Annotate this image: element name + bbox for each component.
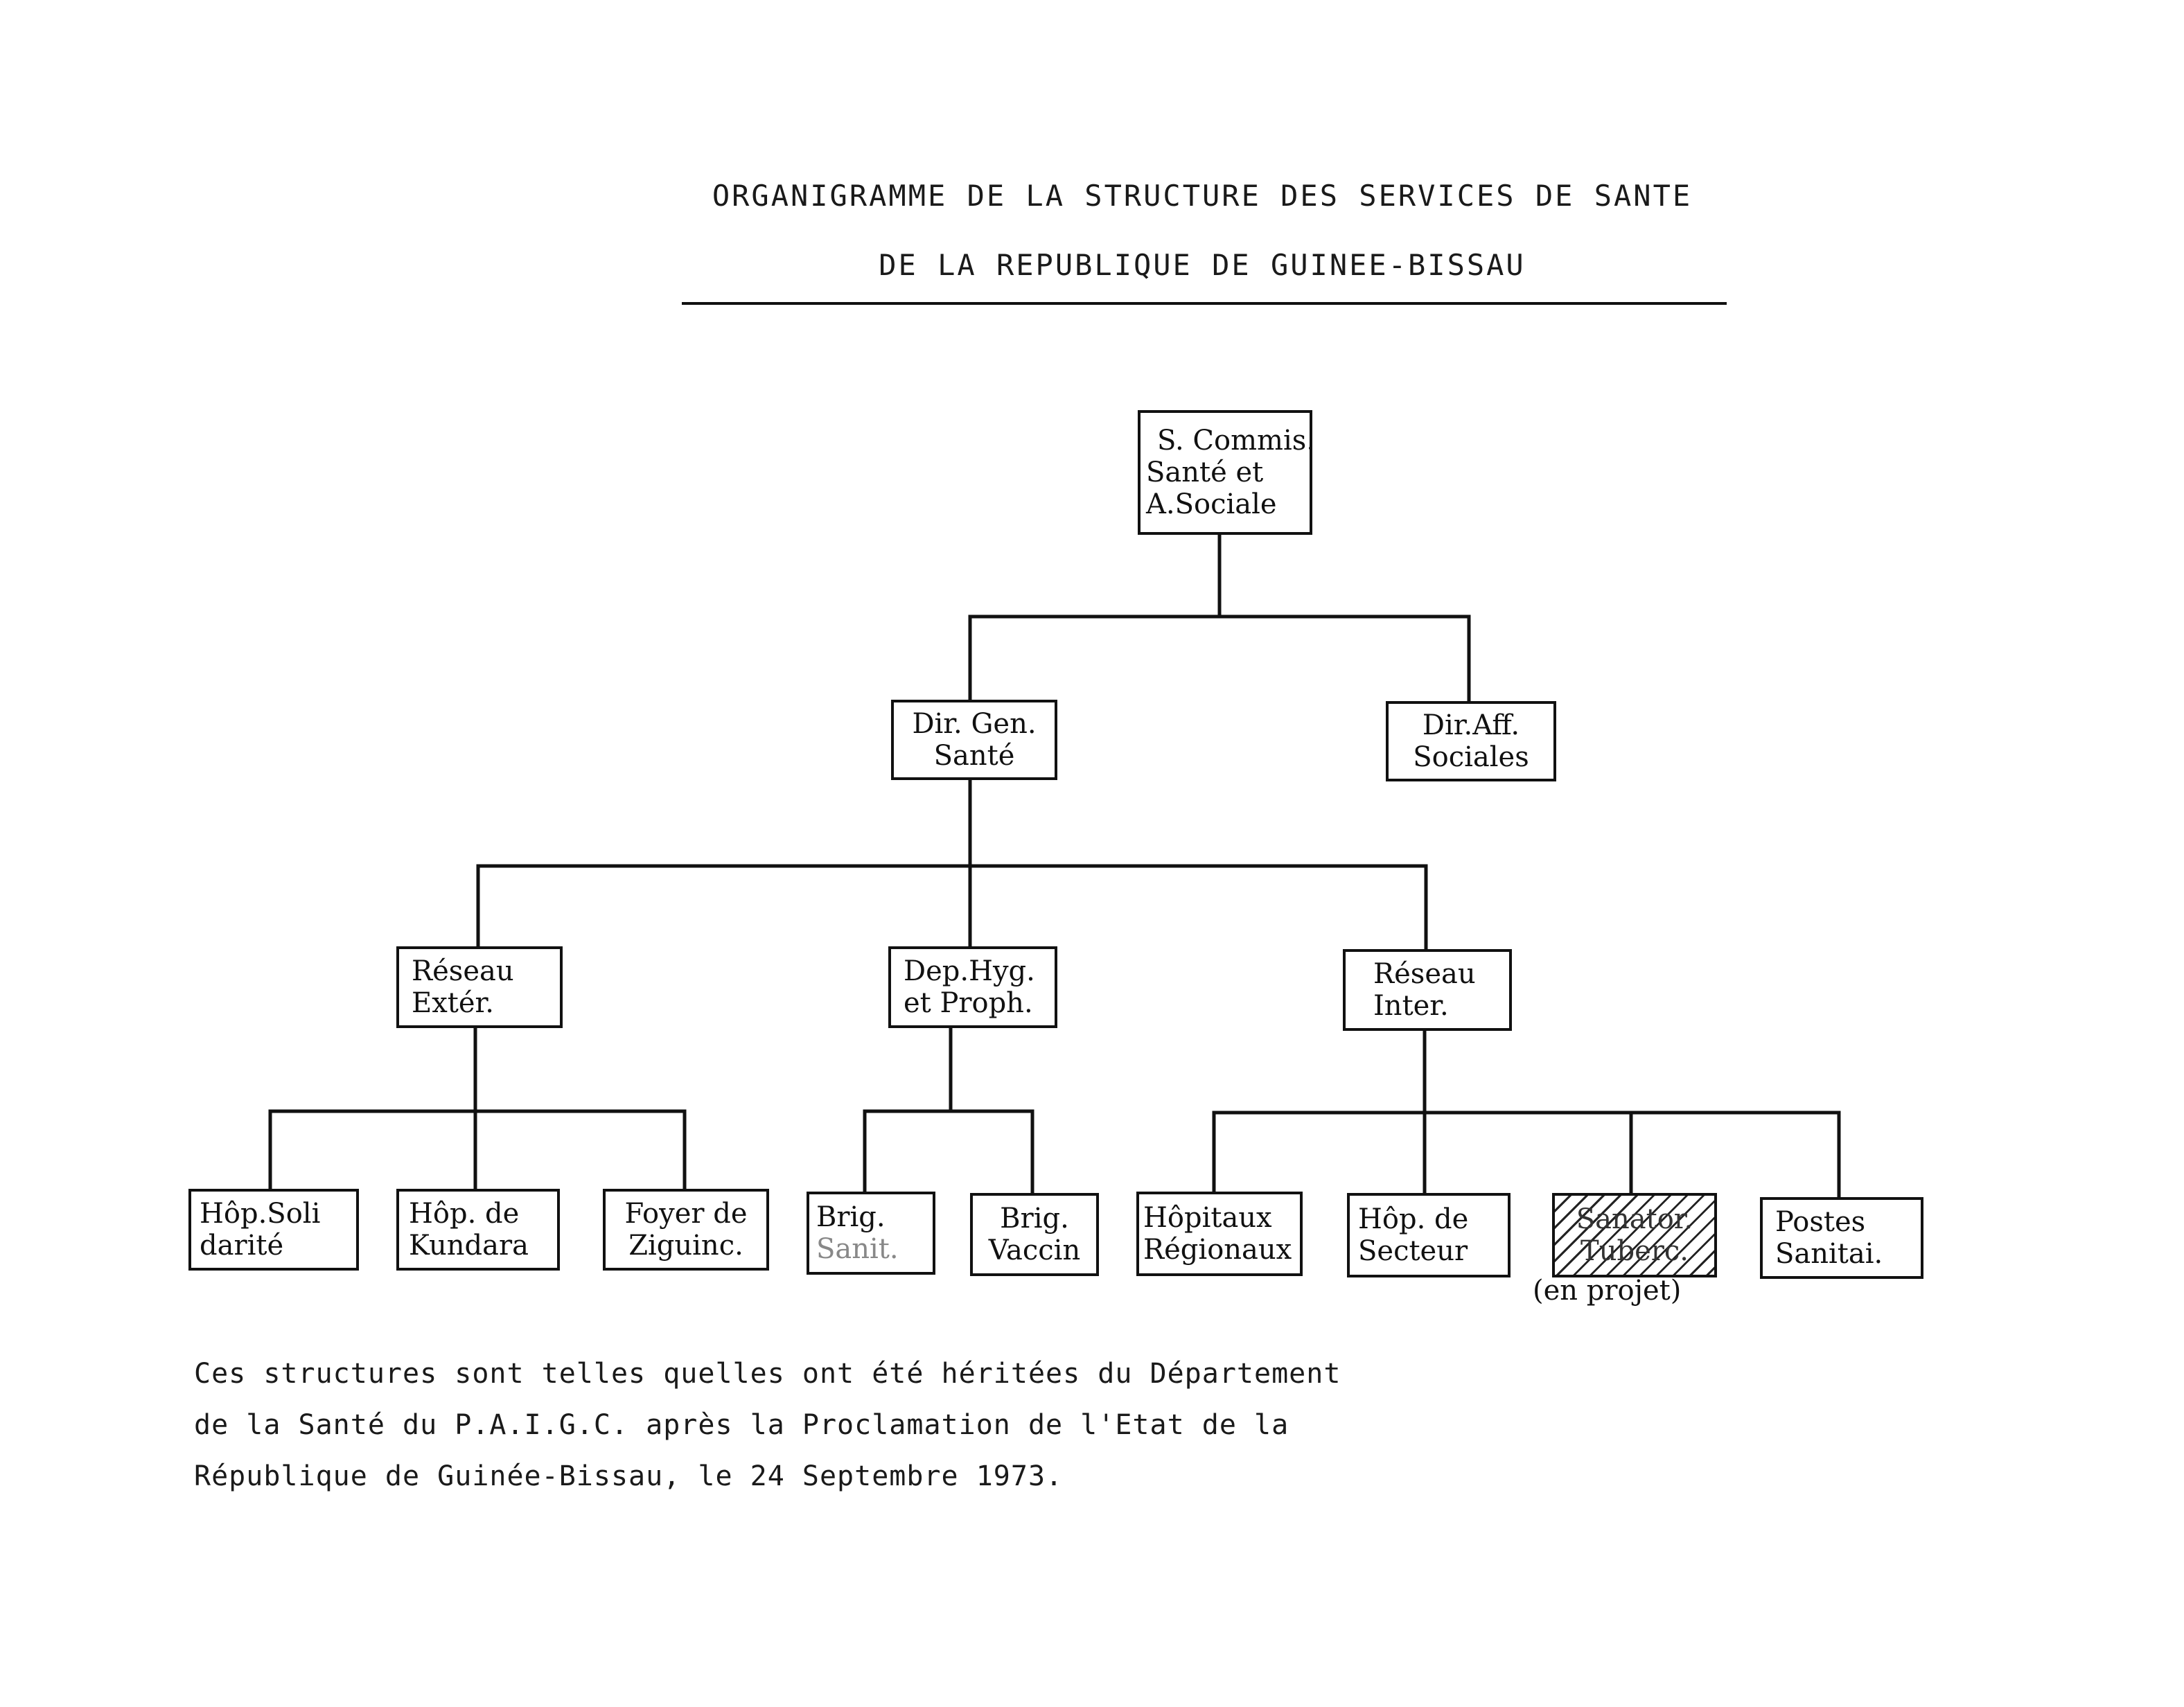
node-root-line-2: Santé et <box>1146 457 1264 488</box>
diagram-title-line-2: DE LA REPUBLIQUE DE GUINEE-BISSAU <box>879 248 1526 282</box>
node-reseau-inter-line-1: Réseau <box>1373 958 1476 990</box>
node-dir-aff-sociales: Dir.Aff. Sociales <box>1386 701 1556 781</box>
node-foyer-ziguinc-line-2: Ziguinc. <box>628 1230 743 1262</box>
node-dir-gen-line-1: Dir. Gen. <box>912 708 1037 740</box>
node-postes-line-2: Sanitai. <box>1775 1238 1883 1270</box>
node-s-commis-sante-a-sociale: S. Commis. Santé et A.Sociale <box>1138 410 1312 535</box>
title-underline <box>682 302 1727 305</box>
node-dep-hyg-line-1: Dep.Hyg. <box>904 955 1035 987</box>
node-hop-kundara: Hôp. de Kundara <box>396 1189 560 1271</box>
node-root-line-3: A.Sociale <box>1146 488 1277 520</box>
node-postes-line-1: Postes <box>1775 1206 1866 1238</box>
node-foyer-ziguinc-line-1: Foyer de <box>624 1198 748 1230</box>
node-brig-sanit-line-2: Sanit. <box>816 1233 899 1265</box>
node-reseau-inter-line-2: Inter. <box>1373 990 1449 1022</box>
node-hop-kundara-line-1: Hôp. de <box>409 1198 520 1230</box>
node-brig-vaccin-line-2: Vaccin <box>988 1235 1081 1266</box>
node-hop-kundara-line-2: Kundara <box>409 1230 529 1262</box>
node-brig-sanit-line-1: Brig. <box>816 1201 886 1233</box>
node-dir-gen-line-2: Santé <box>933 740 1015 772</box>
node-dir-gen-sante: Dir. Gen. Santé <box>891 700 1057 780</box>
node-dir-aff-line-2: Sociales <box>1413 741 1529 773</box>
node-reseau-inter: Réseau Inter. <box>1343 949 1512 1031</box>
node-hop-secteur-line-2: Secteur <box>1358 1235 1468 1267</box>
node-foyer-ziguinc: Foyer de Ziguinc. <box>603 1189 769 1271</box>
node-hop-solidarite-line-1: Hôp.Soli <box>200 1198 321 1230</box>
node-reseau-exter: Réseau Extér. <box>396 946 563 1028</box>
caption-line-3: République de Guinée-Bissau, le 24 Septe… <box>194 1460 1064 1492</box>
node-dep-hyg-line-2: et Proph. <box>904 987 1033 1019</box>
node-sanator-line-2: Tuberc. <box>1580 1235 1689 1267</box>
caption-line-1: Ces structures sont telles quelles ont é… <box>194 1358 1341 1390</box>
node-sanator-line-1: Sanator. <box>1576 1203 1693 1235</box>
node-hop-solidarite-line-2: darité <box>200 1230 284 1262</box>
node-hopitaux-line-2: Régionaux <box>1143 1234 1292 1266</box>
node-brig-vaccin-line-1: Brig. <box>1000 1203 1069 1235</box>
node-brig-sanit: Brig. Sanit. <box>807 1192 935 1275</box>
node-reseau-exter-line-1: Réseau <box>412 955 514 987</box>
node-sanator-tuberc: Sanator. Tuberc. <box>1552 1193 1717 1277</box>
node-postes-sanitai: Postes Sanitai. <box>1760 1197 1923 1279</box>
node-reseau-exter-line-2: Extér. <box>412 987 494 1019</box>
node-hop-solidarite: Hôp.Soli darité <box>188 1189 359 1271</box>
node-dep-hyg-proph: Dep.Hyg. et Proph. <box>888 946 1057 1028</box>
node-brig-vaccin: Brig. Vaccin <box>970 1193 1099 1276</box>
caption-line-2: de la Santé du P.A.I.G.C. après la Procl… <box>194 1409 1289 1441</box>
node-hop-secteur-line-1: Hôp. de <box>1358 1203 1469 1235</box>
node-hopitaux-line-1: Hôpitaux <box>1143 1202 1272 1234</box>
node-root-line-1: S. Commis. <box>1157 425 1312 457</box>
node-sanator-note: (en projet) <box>1533 1275 1682 1307</box>
node-dir-aff-line-1: Dir.Aff. <box>1422 709 1520 741</box>
node-hop-secteur: Hôp. de Secteur <box>1347 1193 1511 1277</box>
node-hopitaux-regionaux: Hôpitaux Régionaux <box>1136 1192 1303 1276</box>
diagram-title-line-1: ORGANIGRAMME DE LA STRUCTURE DES SERVICE… <box>712 179 1693 213</box>
